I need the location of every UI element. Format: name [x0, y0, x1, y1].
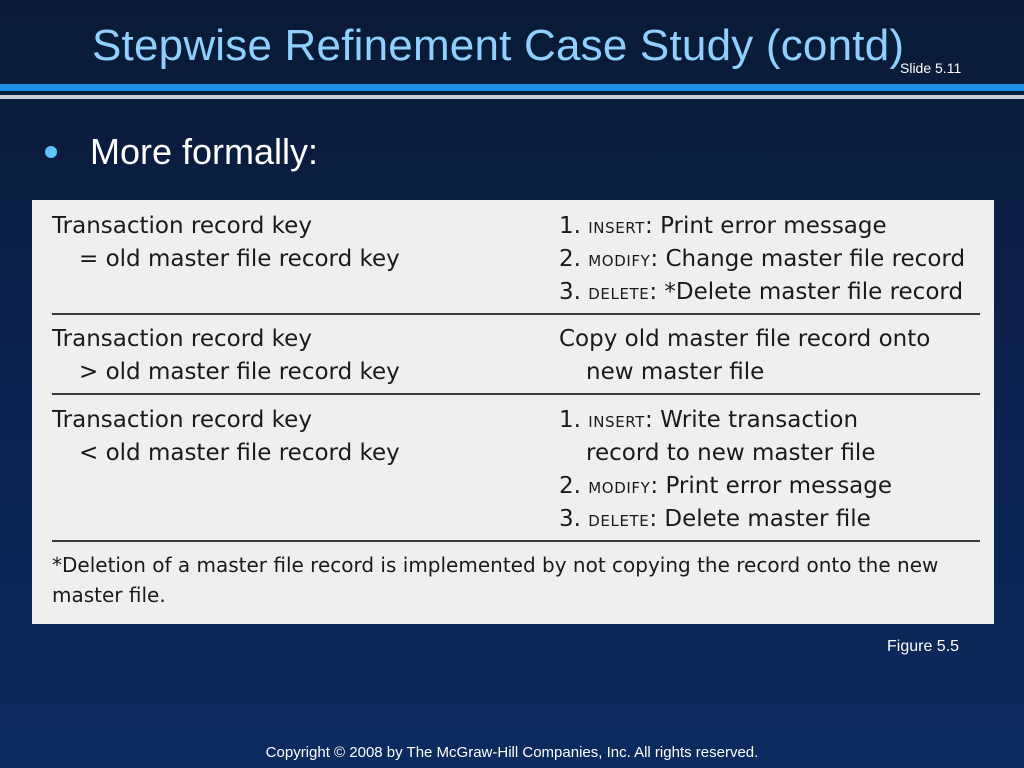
action-op: INSERT	[588, 413, 646, 431]
row1-condition-line1: Transaction record key	[52, 213, 312, 239]
slide-title: Stepwise Refinement Case Study (contd)	[92, 21, 905, 70]
row3-action-1-continued: record to new master file	[586, 440, 876, 466]
row3-action-2: 2. MODIFY: Print error message	[559, 470, 892, 505]
row2-condition-line2: > old master file record key	[79, 359, 400, 385]
action-op: MODIFY	[588, 252, 651, 270]
row2-condition-line1: Transaction record key	[52, 326, 312, 352]
action-number: 3.	[559, 279, 581, 305]
action-text: : Print error message	[650, 473, 893, 499]
row2-action-line1: Copy old master file record onto	[559, 326, 931, 352]
action-op: DELETE	[588, 512, 650, 530]
action-number: 3.	[559, 506, 581, 532]
row3-action-1: 1. INSERT: Write transaction	[559, 404, 858, 439]
bullet-icon	[45, 146, 57, 158]
bullet-text: More formally:	[90, 131, 319, 172]
action-number: 1.	[559, 213, 581, 239]
figure-label: Figure 5.5	[887, 638, 960, 655]
title-underline-grey	[0, 95, 1024, 99]
action-number: 2.	[559, 473, 581, 499]
action-number: 2.	[559, 246, 581, 272]
row3-condition-line1: Transaction record key	[52, 407, 312, 433]
action-op: DELETE	[588, 285, 650, 303]
row-divider	[52, 393, 980, 395]
figure-table: Transaction record key = old master file…	[32, 200, 994, 624]
action-text: : Delete master file	[649, 506, 871, 532]
row2-action-line2: new master file	[586, 359, 765, 385]
action-text: : Write transaction	[645, 407, 859, 433]
row1-action-1: 1. INSERT: Print error message	[559, 210, 887, 245]
slide-number: Slide 5.11	[900, 60, 962, 76]
action-op: INSERT	[588, 219, 646, 237]
title-underline-blue	[0, 84, 1024, 91]
action-op: MODIFY	[588, 479, 651, 497]
action-text: : *Delete master file record	[649, 279, 964, 305]
row-divider	[52, 313, 980, 315]
row-divider	[52, 540, 980, 542]
action-text: : Change master file record	[650, 246, 966, 272]
row3-action-3: 3. DELETE: Delete master file	[559, 503, 871, 538]
action-text: : Print error message	[645, 213, 887, 239]
copyright-notice: Copyright © 2008 by The McGraw-Hill Comp…	[265, 744, 759, 761]
row3-condition-line2: < old master file record key	[79, 440, 400, 466]
figure-footnote: *Deletion of a master file record is imp…	[52, 553, 939, 607]
row1-action-3: 3. DELETE: *Delete master file record	[559, 276, 963, 311]
row1-condition-line2: = old master file record key	[79, 246, 400, 272]
action-number: 1.	[559, 407, 581, 433]
row1-action-2: 2. MODIFY: Change master file record	[559, 243, 965, 278]
